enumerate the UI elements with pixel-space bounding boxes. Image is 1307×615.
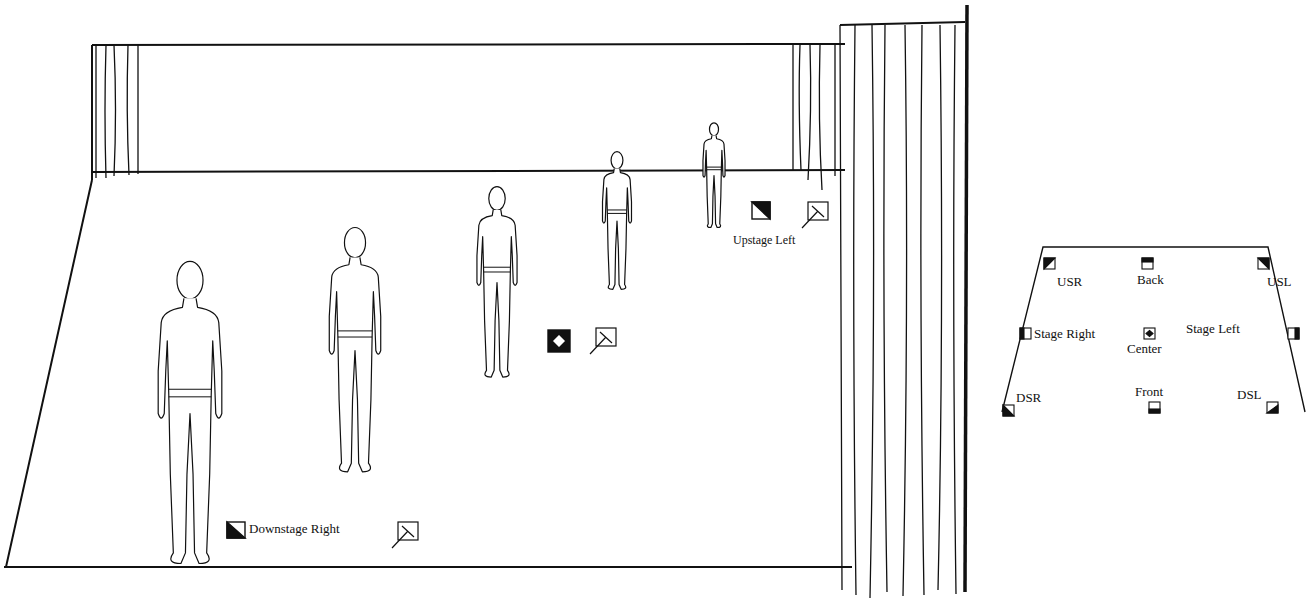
map-label: USR <box>1057 275 1082 289</box>
map-label: DSL <box>1237 388 1262 402</box>
map-label: Back <box>1137 273 1164 287</box>
map-label: Front <box>1135 385 1163 399</box>
position-label: Upstage Left <box>733 234 795 247</box>
map-label: USL <box>1267 275 1292 289</box>
map-label: DSR <box>1016 391 1041 405</box>
map-label: Center <box>1127 342 1162 356</box>
position-label: Downstage Right <box>249 522 340 536</box>
map-label: Stage Right <box>1034 327 1095 341</box>
map-label: Stage Left <box>1186 322 1240 336</box>
